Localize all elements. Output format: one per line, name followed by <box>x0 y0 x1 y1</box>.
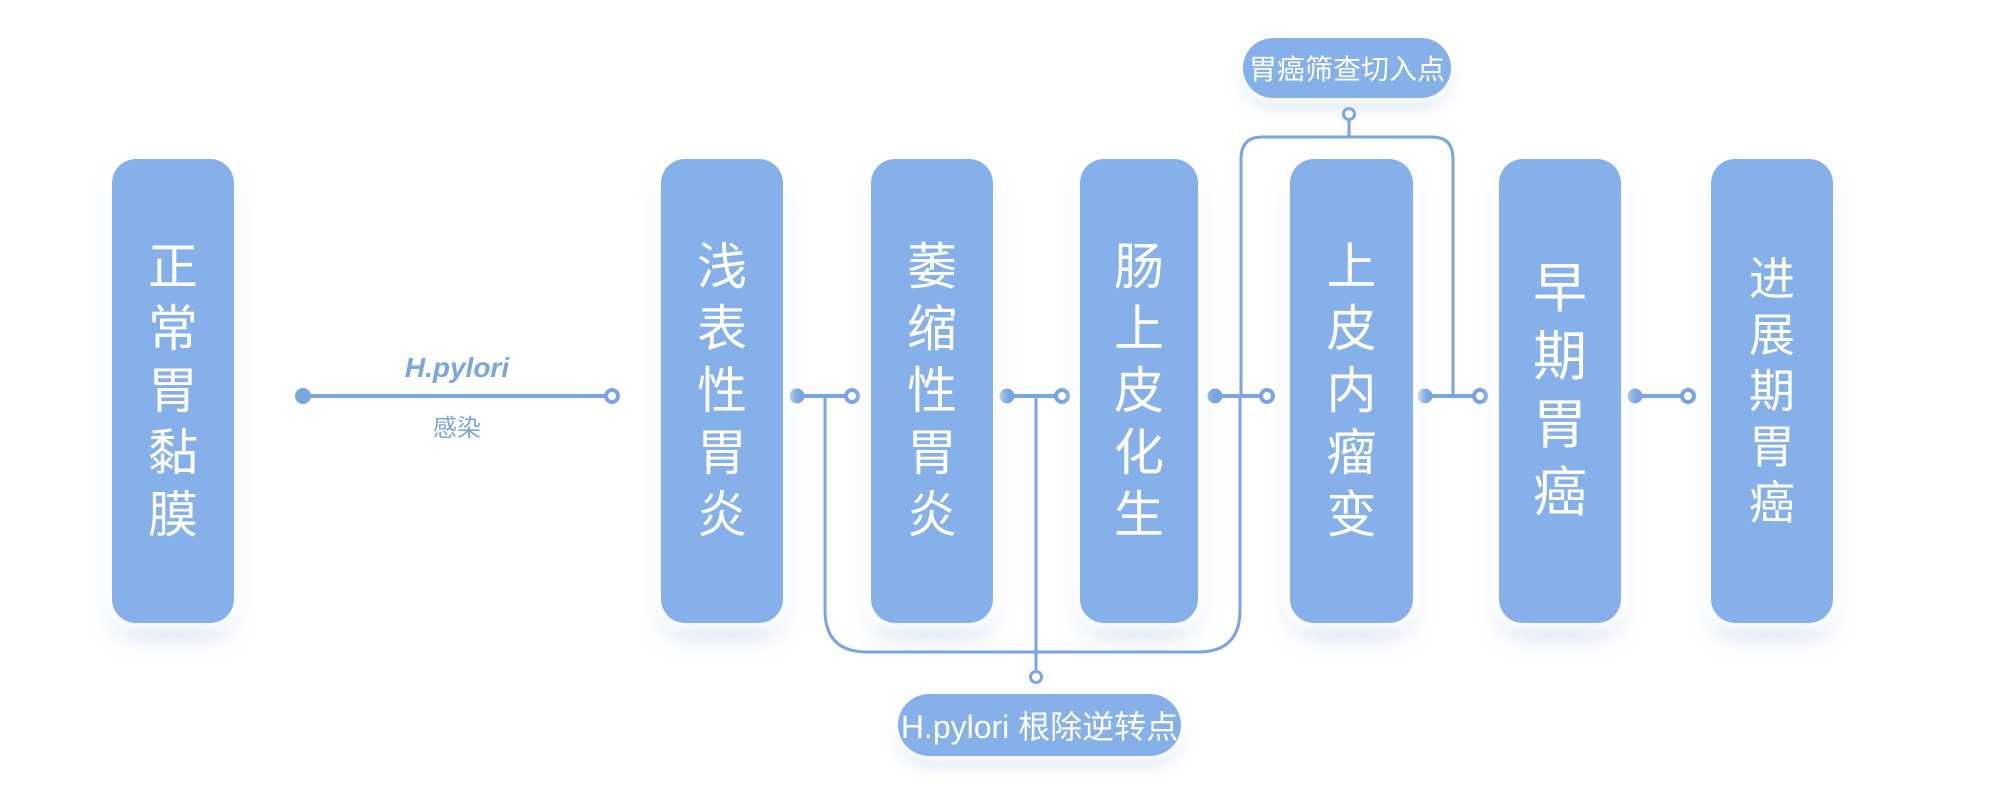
start-dot <box>295 388 311 404</box>
stage-box-advanced-gastric-cancer: 进展期胃癌 <box>1711 159 1833 623</box>
stage-label: 萎缩性胃炎 <box>907 239 957 543</box>
reversal-range-path <box>823 398 1242 684</box>
screening-entry-point-pill: 胃癌筛查切入点 <box>1243 38 1451 98</box>
stage-label: 肠上皮化生 <box>1114 239 1164 543</box>
infection-sublabel: 感染 <box>433 415 481 442</box>
stage-box-normal-gastric-mucosa: 正常胃黏膜 <box>112 159 234 623</box>
stage-connectors <box>789 388 1696 404</box>
reversal-anchor-ring <box>1029 670 1043 684</box>
stage-box-early-gastric-cancer: 早期胃癌 <box>1499 159 1621 623</box>
stage-box-superficial-gastritis: 浅表性胃炎 <box>661 159 783 623</box>
stage-label: 上皮内瘤变 <box>1326 239 1377 543</box>
eradication-reversal-point-pill: H.pylori 根除逆转点 <box>898 694 1181 756</box>
stage-label: 早期胃癌 <box>1533 259 1587 523</box>
stage-label: 正常胃黏膜 <box>148 239 198 543</box>
stage-label: 浅表性胃炎 <box>697 239 747 543</box>
stage-label: 进展期胃癌 <box>1749 253 1795 529</box>
stage-box-intestinal-metaplasia: 肠上皮化生 <box>1080 159 1198 623</box>
screening-anchor-ring <box>1342 107 1356 121</box>
end-ring <box>604 388 620 404</box>
transition-line-infection <box>295 388 620 404</box>
hpylori-infection-label: H.pylori <box>404 352 510 383</box>
stage-box-intraepithelial-neoplasia: 上皮内瘤变 <box>1290 159 1413 623</box>
screening-bracket-path <box>1239 107 1455 398</box>
stage-box-atrophic-gastritis: 萎缩性胃炎 <box>871 159 993 623</box>
